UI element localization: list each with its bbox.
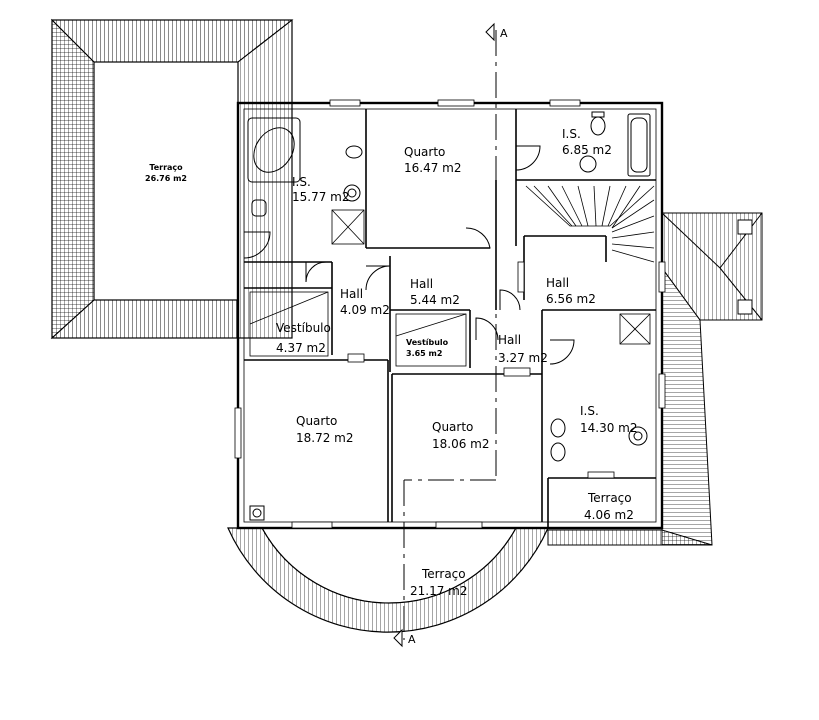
room-label-vestibulo-2: Vestíbulo 3.65 m2 (406, 338, 449, 358)
room-area: 14.30 m2 (580, 421, 638, 435)
room-label-terraco-s: Terraço 21.17 m2 (410, 567, 468, 598)
room-area: 3.65 m2 (406, 349, 442, 358)
room-label-terraco-e: Terraço 4.06 m2 (584, 491, 634, 522)
room-name: Quarto (404, 145, 445, 159)
room-name: Terraço (149, 163, 183, 172)
room-label-hall-4: Hall 3.27 m2 (498, 333, 548, 365)
room-area: 15.77 m2 (292, 190, 350, 204)
room-name: Hall (546, 276, 569, 290)
room-name: I.S. (292, 175, 311, 189)
room-label-is-1: I.S. 15.77 m2 (292, 175, 350, 204)
terrace-south-arc (227, 527, 549, 633)
room-area: 4.09 m2 (340, 303, 390, 317)
closets (249, 209, 651, 367)
room-name: Terraço (421, 567, 466, 581)
roof-east (547, 212, 763, 546)
room-area: 5.44 m2 (410, 293, 460, 307)
room-area: 18.06 m2 (432, 437, 490, 451)
room-name: Vestíbulo (276, 321, 331, 335)
room-label-quarto-3: Quarto 18.06 m2 (432, 420, 490, 451)
room-area: 6.85 m2 (562, 143, 612, 157)
room-area: 4.06 m2 (584, 508, 634, 522)
room-area: 3.27 m2 (498, 351, 548, 365)
room-label-quarto-1: Quarto 16.47 m2 (404, 145, 462, 175)
room-label-terraco-nw: Terraço 26.76 m2 (145, 163, 187, 183)
windows (234, 99, 666, 529)
bathroom-fixtures (247, 111, 651, 521)
room-name: Vestíbulo (406, 338, 449, 347)
section-marker-top: A (500, 27, 508, 40)
doors (243, 145, 575, 365)
section-line (393, 22, 497, 648)
room-label-hall-3: Hall 6.56 m2 (546, 276, 596, 306)
room-label-quarto-2: Quarto 18.72 m2 (296, 414, 354, 445)
room-area: 4.37 m2 (276, 341, 326, 355)
room-label-hall-2: Hall 5.44 m2 (410, 277, 460, 307)
room-name: Quarto (432, 420, 473, 434)
room-area: 16.47 m2 (404, 161, 462, 175)
room-area: 6.56 m2 (546, 292, 596, 306)
room-name: I.S. (562, 127, 581, 141)
room-name: I.S. (580, 404, 599, 418)
room-name: Hall (340, 287, 363, 301)
room-label-hall-1: Hall 4.09 m2 (340, 287, 390, 317)
room-label-is-3: I.S. 14.30 m2 (580, 404, 638, 435)
roof-terrace-nw (50, 18, 294, 340)
room-name: Hall (498, 333, 521, 347)
room-name: Quarto (296, 414, 337, 428)
section-marker-bottom: A (408, 633, 416, 646)
staircase (525, 185, 655, 263)
room-name: Hall (410, 277, 433, 291)
room-name: Terraço (587, 491, 632, 505)
room-label-is-2: I.S. 6.85 m2 (562, 127, 612, 157)
room-area: 21.17 m2 (410, 584, 468, 598)
room-area: 18.72 m2 (296, 431, 354, 445)
room-label-vestibulo-1: Vestíbulo 4.37 m2 (276, 321, 331, 355)
room-area: 26.76 m2 (145, 174, 187, 183)
